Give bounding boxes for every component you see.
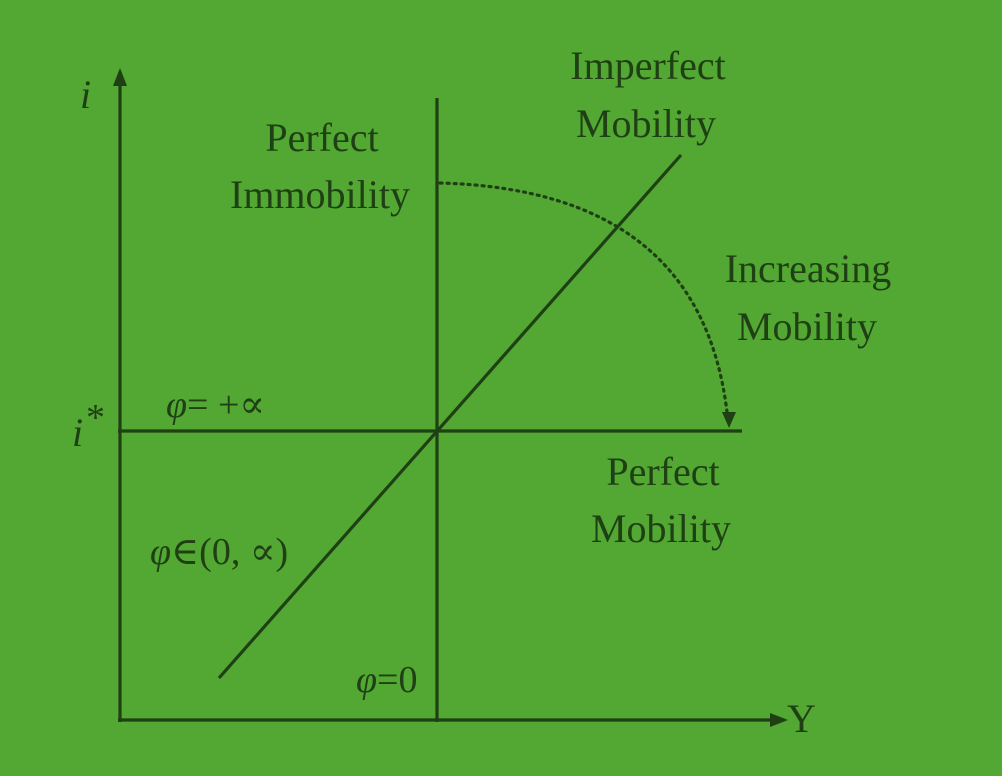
x-axis-label: Y <box>787 696 816 741</box>
i-star-superscript: * <box>86 397 105 439</box>
increasing-mobility-arrowhead <box>722 412 736 428</box>
increasing-mobility-arrow <box>438 181 729 414</box>
phi-zero-label: φ=0 <box>356 659 417 701</box>
perfect-immobility-label-line2: Immobility <box>230 172 410 217</box>
perfect-immobility-label-line1: Perfect <box>265 115 378 160</box>
y-axis-label: i <box>80 72 91 117</box>
vertical-axis-arrowhead <box>113 68 127 86</box>
phi-zero-text: =0 <box>377 659 417 701</box>
i-star-label: i <box>72 410 83 455</box>
increasing-mobility-label-line2: Mobility <box>737 304 877 349</box>
phi-symbol-range: φ <box>150 531 171 573</box>
phi-infinity-label: φ= +∝ <box>166 384 265 426</box>
perfect-mobility-label-line1: Perfect <box>606 449 719 494</box>
phi-range-label: φ∈(0, ∝) <box>150 531 288 573</box>
horizontal-axis-arrowhead <box>770 713 788 727</box>
phi-infinity-text: = +∝ <box>187 384 265 426</box>
phi-symbol-zero: φ <box>356 659 377 701</box>
imperfect-mobility-line <box>217 153 683 680</box>
perfect-mobility-label-line2: Mobility <box>591 506 731 551</box>
imperfect-mobility-label-line1: Imperfect <box>570 43 725 88</box>
increasing-mobility-label-line1: Increasing <box>725 246 892 291</box>
phi-range-text: ∈(0, ∝) <box>171 531 288 573</box>
imperfect-mobility-label-line2: Mobility <box>576 101 716 146</box>
phi-symbol-infinity: φ <box>166 384 187 426</box>
